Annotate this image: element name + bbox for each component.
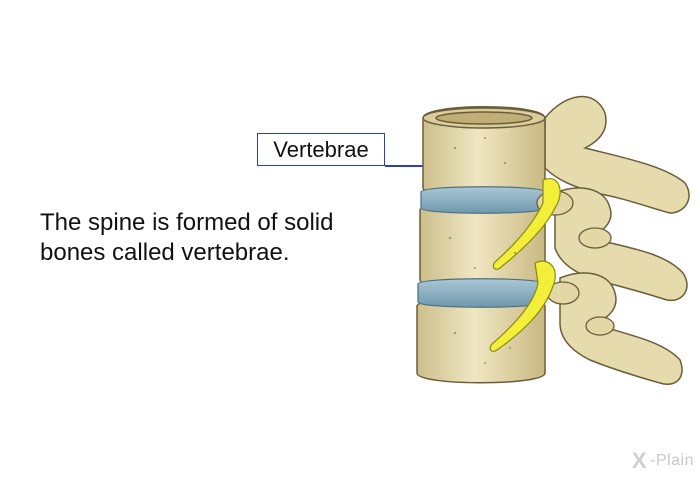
nerve-roots bbox=[489, 177, 561, 352]
x-plain-logo-icon: X bbox=[631, 448, 648, 473]
spinous-processes bbox=[544, 96, 690, 385]
description-line-2: bones called vertebrae. bbox=[40, 239, 290, 266]
brand-watermark-text: -Plain bbox=[650, 452, 694, 469]
spine-illustration bbox=[416, 96, 690, 385]
description-text: The spine is formed of solid bones calle… bbox=[40, 208, 410, 268]
bone-texture bbox=[448, 137, 517, 364]
vertebrae-label: Vertebrae bbox=[257, 133, 385, 166]
description-line-1: The spine is formed of solid bbox=[40, 209, 334, 236]
brand-watermark: X -Plain bbox=[632, 448, 694, 474]
